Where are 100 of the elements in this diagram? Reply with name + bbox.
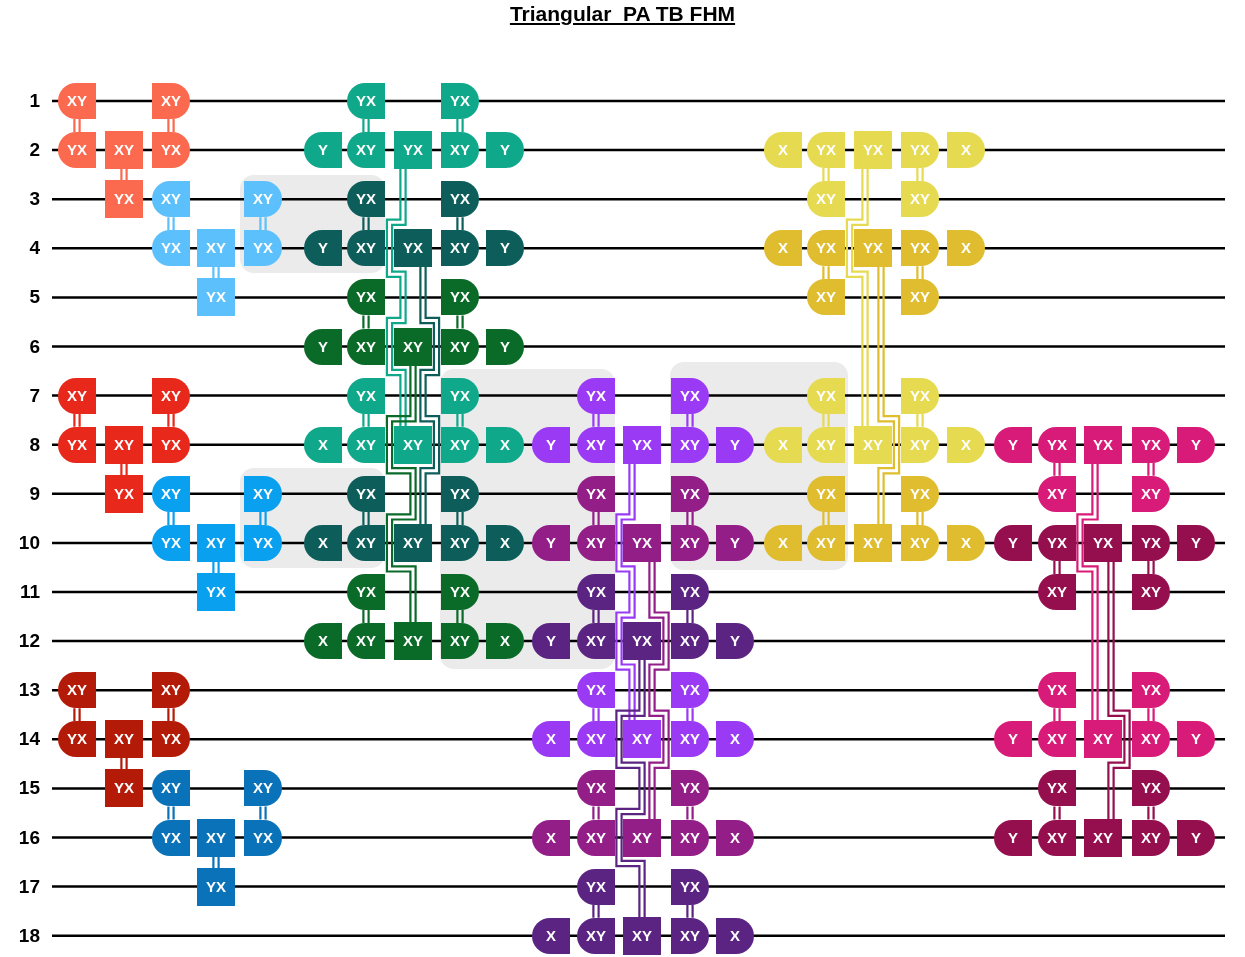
gate-block: YX xyxy=(394,229,432,268)
gate-block: XY xyxy=(1132,574,1170,610)
connector-line xyxy=(916,167,924,183)
gate-block: Y xyxy=(486,230,524,267)
gate-block: XY xyxy=(577,721,615,758)
gate-block: X xyxy=(716,917,754,954)
gate-block: XY xyxy=(441,623,479,660)
gate-block: XY xyxy=(152,672,190,709)
connector-line xyxy=(167,117,175,134)
connector-line xyxy=(1147,805,1155,821)
connector-line xyxy=(362,314,370,330)
connector-line xyxy=(120,167,128,183)
gate-block: YX xyxy=(347,83,385,119)
gate-block: Y xyxy=(1177,426,1215,463)
connector-line xyxy=(686,903,694,919)
gate-block: Y xyxy=(486,328,524,365)
gate-block: YX xyxy=(671,672,709,709)
gate-block: XY xyxy=(1084,720,1122,759)
gate-block: YX xyxy=(1038,672,1076,709)
gate-block: YX xyxy=(671,574,709,610)
connector-line xyxy=(822,265,830,281)
gate-block: YX xyxy=(244,230,282,267)
gate-block: XY xyxy=(197,229,235,268)
gate-block: XY xyxy=(577,917,615,954)
connector-line xyxy=(592,510,600,526)
gate-block: XY xyxy=(58,377,96,414)
gate-block: X xyxy=(532,917,570,954)
connector-line xyxy=(822,510,830,526)
gate-block: YX xyxy=(441,574,479,610)
connector-line xyxy=(916,265,924,281)
gate-block: X xyxy=(486,623,524,660)
gate-block: XY xyxy=(577,623,615,660)
gate-block: XY xyxy=(394,622,432,661)
connector-line xyxy=(1053,461,1061,477)
gate-block: YX xyxy=(58,426,96,463)
gate-block: YX xyxy=(347,181,385,218)
gate-block: X xyxy=(304,623,342,660)
connector-line xyxy=(916,412,924,428)
gate-block: Y xyxy=(304,132,342,169)
connector-line xyxy=(877,265,901,526)
gate-block: XY xyxy=(1038,721,1076,758)
connector-line xyxy=(167,412,175,428)
connector-line xyxy=(259,510,267,526)
connector-line xyxy=(686,608,694,625)
gate-block: YX xyxy=(1132,426,1170,463)
gate-block: YX xyxy=(854,229,892,268)
connector-line xyxy=(259,216,267,232)
gate-block: YX xyxy=(1084,523,1122,562)
connector-line xyxy=(686,510,694,526)
connector-line xyxy=(120,756,128,772)
connector-line xyxy=(73,117,81,134)
gate-block: XY xyxy=(347,132,385,169)
qubit-label: 18 xyxy=(17,924,40,947)
gate-block: X xyxy=(532,819,570,856)
connector-line xyxy=(686,805,694,821)
gate-block: XY xyxy=(671,819,709,856)
gate-block: YX xyxy=(671,770,709,807)
qubit-label: 17 xyxy=(17,875,40,898)
gate-block: YX xyxy=(244,819,282,856)
gate-block: X xyxy=(764,132,802,169)
connector-line xyxy=(167,707,175,723)
gate-block: YX xyxy=(901,377,939,414)
gate-block: YX xyxy=(441,83,479,119)
gate-block: YX xyxy=(58,721,96,758)
qubit-label: 10 xyxy=(17,531,40,554)
gate-block: Y xyxy=(994,426,1032,463)
gate-block: YX xyxy=(152,132,190,169)
gate-block: XY xyxy=(1038,574,1076,610)
qubit-label: 9 xyxy=(28,482,40,505)
gate-block: YX xyxy=(152,721,190,758)
connector-line xyxy=(456,117,464,134)
qubit-label: 14 xyxy=(17,728,40,751)
gate-block: XY xyxy=(197,523,235,562)
connector-line xyxy=(362,216,370,232)
connector-line xyxy=(592,412,600,428)
gate-block: XY xyxy=(901,426,939,463)
gate-block: YX xyxy=(623,523,661,562)
qubit-label: 8 xyxy=(28,433,40,456)
connector-line xyxy=(1147,559,1155,576)
connector-line xyxy=(212,854,220,870)
gate-block: YX xyxy=(347,574,385,610)
gate-block: YX xyxy=(347,377,385,414)
connector-line xyxy=(456,216,464,232)
gate-block: XY xyxy=(441,328,479,365)
gate-block: XY xyxy=(105,131,143,170)
connector-line xyxy=(212,559,220,576)
gate-block: YX xyxy=(577,574,615,610)
gate-block: X xyxy=(532,721,570,758)
gate-block: YX xyxy=(1132,770,1170,807)
gate-block: XY xyxy=(854,425,892,464)
gate-block: X xyxy=(947,132,985,169)
gate-block: XY xyxy=(394,327,432,366)
gate-block: XY xyxy=(394,425,432,464)
qubit-label: 4 xyxy=(28,237,40,260)
gate-block: XY xyxy=(901,181,939,218)
gate-block: YX xyxy=(577,672,615,709)
gate-block: YX xyxy=(197,278,235,317)
gate-block: YX xyxy=(197,867,235,906)
gate-block: X xyxy=(716,721,754,758)
gate-block: XY xyxy=(854,523,892,562)
